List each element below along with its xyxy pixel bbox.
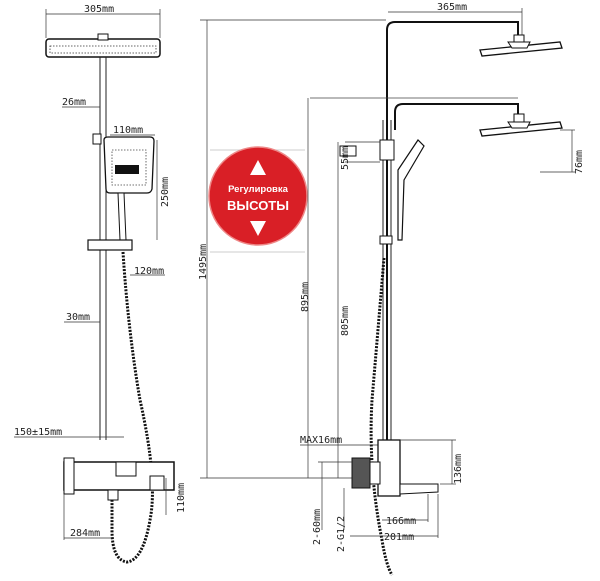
head-drop-label: 76mm (574, 150, 585, 174)
hose-side (369, 257, 394, 576)
right-view: 365mm 76mm 55mm 895mm 805mm (300, 2, 585, 576)
thread-label: 2-G1/2 (336, 516, 347, 552)
height-dimension: 1495mm (198, 19, 386, 479)
holder-gap-label: 55mm (340, 146, 351, 170)
mixer-height-label: 110mm (176, 483, 187, 513)
hand-shower-hose (110, 251, 154, 564)
base-reach-label: 201mm (384, 532, 414, 543)
body-height-label: 136mm (453, 454, 464, 484)
handshower-height-label: 250mm (160, 177, 171, 207)
diverter-knob (379, 139, 395, 161)
lower-arm (394, 103, 519, 130)
head-width-label: 305mm (84, 4, 114, 15)
arrow-up-icon (250, 160, 266, 175)
bar-offset-label: 30mm (66, 312, 90, 323)
wall-max-label: MAX16mm (300, 435, 342, 446)
mixer-side (377, 439, 401, 497)
arrow-down-icon (250, 221, 266, 236)
lower-height-label: 895mm (300, 282, 311, 312)
badge-line1: Регулировка (228, 184, 289, 195)
spout-reach-label: 166mm (386, 516, 416, 527)
top-reach-label: 365mm (437, 2, 467, 13)
mid-height-label: 805mm (340, 306, 351, 336)
total-height-label: 1495mm (198, 244, 209, 280)
mixer-depth-label: 284mm (70, 528, 100, 539)
rain-head-upper (479, 41, 563, 57)
rain-head-lower (479, 121, 563, 137)
spout (399, 483, 439, 495)
badge-line2: ВЫСОТЫ (227, 198, 289, 213)
inlet-adjust-label: 2-60mm (312, 509, 323, 545)
height-adjust-badge: Регулировка ВЫСОТЫ (208, 146, 308, 246)
left-view: 305mm 26mm 110mm 250mm 120mm 30mm (14, 4, 187, 564)
slide-holder (87, 239, 133, 251)
arm-offset-label: 26mm (62, 97, 86, 108)
hand-shower-side (397, 139, 425, 241)
badge-circle (208, 146, 308, 246)
holder-offset-label: 120mm (134, 266, 164, 277)
handshower-width-label: 110mm (113, 125, 143, 136)
rain-head (45, 38, 161, 58)
hand-shower-handle (117, 192, 127, 241)
inlet-spacing-label: 150±15mm (14, 427, 62, 438)
upper-arm (386, 21, 519, 470)
